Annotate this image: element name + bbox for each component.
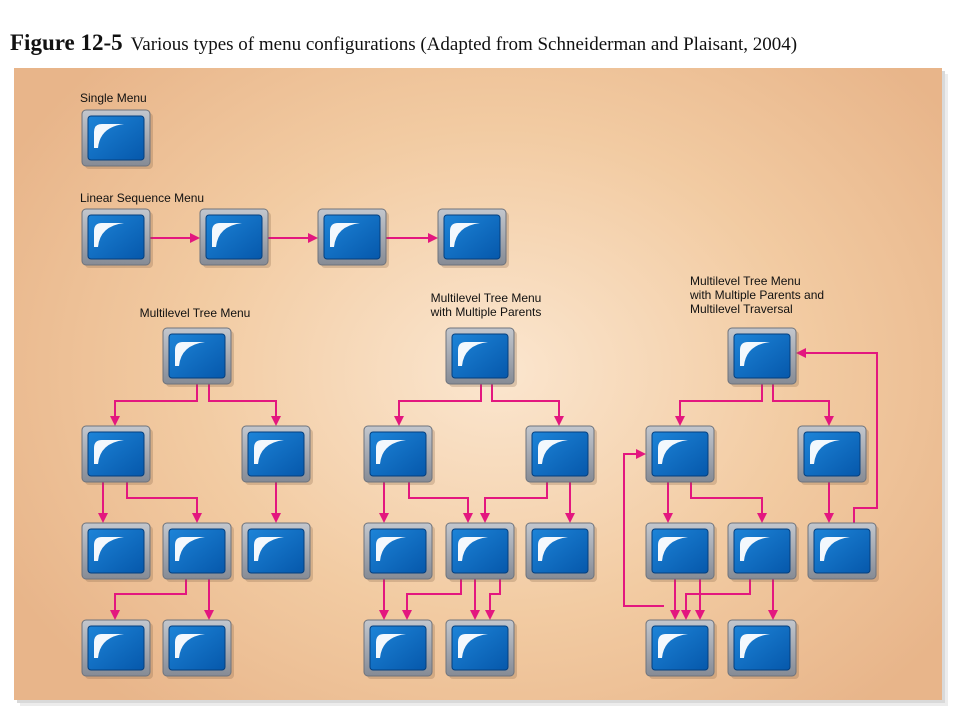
menu-node	[645, 619, 717, 679]
label-line: Multilevel Tree Menu	[690, 274, 801, 288]
multilevel-traversal-label: Multilevel Tree Menu with Multiple Paren…	[690, 274, 824, 316]
connector-arrow	[675, 384, 763, 426]
menu-configurations-diagram	[81, 109, 879, 679]
connector-arrow	[681, 579, 751, 620]
menu-node	[363, 522, 435, 582]
figure-title: Figure 12-5 Various types of menu configu…	[10, 30, 797, 56]
connector-arrow	[271, 482, 281, 523]
connector-arrow	[480, 482, 548, 523]
connector-arrow	[402, 579, 462, 620]
connector-arrow	[379, 579, 389, 620]
label-line: Multilevel Tree Menu	[430, 291, 542, 305]
connector-arrow	[268, 233, 318, 243]
connector-arrow	[470, 579, 480, 620]
menu-node	[81, 619, 153, 679]
menu-node	[363, 619, 435, 679]
menu-node	[241, 522, 313, 582]
menu-node	[162, 522, 234, 582]
connector-arrow	[824, 482, 834, 523]
connector-arrow	[386, 233, 438, 243]
connector-arrow	[394, 384, 482, 426]
connector-arrow	[110, 384, 198, 426]
menu-node	[525, 522, 597, 582]
menu-node	[81, 109, 153, 169]
menu-node	[81, 208, 153, 268]
menu-node	[437, 208, 509, 268]
connector-arrow	[796, 348, 878, 523]
menu-node	[727, 619, 799, 679]
connector-arrow	[98, 482, 108, 523]
menu-node	[445, 327, 517, 387]
connector-arrow	[379, 482, 389, 523]
menu-nodes-layer	[81, 109, 879, 679]
connector-arrow	[204, 579, 214, 620]
label-line: Multilevel Traversal	[690, 302, 793, 316]
menu-node	[81, 425, 153, 485]
menu-node	[797, 425, 869, 485]
connector-arrow	[485, 579, 501, 620]
connector-arrow	[491, 384, 564, 426]
menu-node	[241, 425, 313, 485]
figure-caption: Various types of menu configurations (Ad…	[130, 34, 798, 55]
figure-panel: Single Menu Linear Sequence Menu Multile…	[14, 68, 942, 700]
connector-arrow	[772, 384, 834, 426]
connector-arrow	[408, 482, 473, 523]
menu-node	[445, 619, 517, 679]
connector-arrow	[690, 482, 767, 523]
menu-node	[645, 425, 717, 485]
menu-node	[645, 522, 717, 582]
menu-node	[199, 208, 271, 268]
label-line: with Multiple Parents and	[690, 288, 825, 302]
figure-number: Figure 12-5	[10, 30, 123, 55]
connector-arrow	[670, 579, 680, 620]
connector-arrow	[695, 579, 705, 620]
arrows-layer	[98, 233, 878, 620]
menu-node	[81, 522, 153, 582]
connector-arrow	[208, 384, 281, 426]
menu-node	[363, 425, 435, 485]
connector-arrow	[565, 482, 575, 523]
connector-arrow	[623, 449, 664, 607]
menu-node	[445, 522, 517, 582]
menu-node	[317, 208, 389, 268]
label-line: with Multiple Parents	[430, 305, 542, 319]
menu-node	[162, 327, 234, 387]
menu-node	[525, 425, 597, 485]
multilevel-tree-menu-label: Multilevel Tree Menu	[139, 306, 251, 320]
menu-node	[162, 619, 234, 679]
menu-node	[727, 522, 799, 582]
multilevel-tree-multiple-parents-label: Multilevel Tree Menu with Multiple Paren…	[431, 291, 542, 319]
linear-sequence-menu-label: Linear Sequence Menu	[80, 191, 205, 205]
connector-arrow	[768, 579, 778, 620]
connector-arrow	[110, 579, 187, 620]
menu-node	[807, 522, 879, 582]
connector-arrow	[663, 482, 673, 523]
connector-arrow	[150, 233, 200, 243]
connector-arrow	[126, 482, 202, 523]
menu-node	[727, 327, 799, 387]
single-menu-label: Single Menu	[80, 91, 147, 105]
